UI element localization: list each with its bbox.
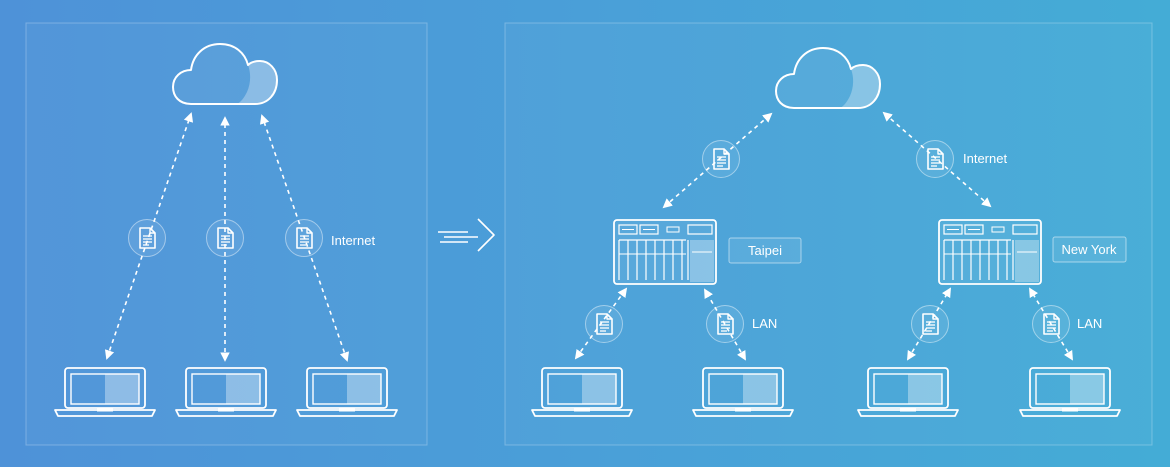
document-icon (284, 218, 324, 258)
connection-arrow (704, 288, 746, 361)
site-label-new-york: New York (1052, 236, 1127, 263)
document-icon (701, 139, 741, 179)
left-panel-frame (25, 22, 428, 446)
lan-label: LAN (752, 316, 777, 331)
site-label-text: New York (1062, 242, 1117, 257)
lan-label: LAN (1077, 316, 1102, 331)
internet-label: Internet (963, 151, 1007, 166)
right-panel-frame (504, 22, 1153, 446)
document-icon (705, 304, 745, 344)
site-label-taipei: Taipei (728, 237, 802, 264)
right-panel: Internet Taipei New York LAN LAN (504, 22, 1153, 446)
document-icon (584, 304, 624, 344)
nas-device-icon (938, 219, 1042, 285)
document-icon (915, 139, 955, 179)
document-icon (205, 218, 245, 258)
transition-arrow-icon (438, 218, 495, 252)
document-icon (1031, 304, 1071, 344)
site-label-text: Taipei (748, 243, 782, 258)
document-icon (127, 218, 167, 258)
internet-label: Internet (331, 233, 375, 248)
nas-device-icon (613, 219, 717, 285)
document-icon (910, 304, 950, 344)
left-panel: Internet (25, 22, 428, 446)
